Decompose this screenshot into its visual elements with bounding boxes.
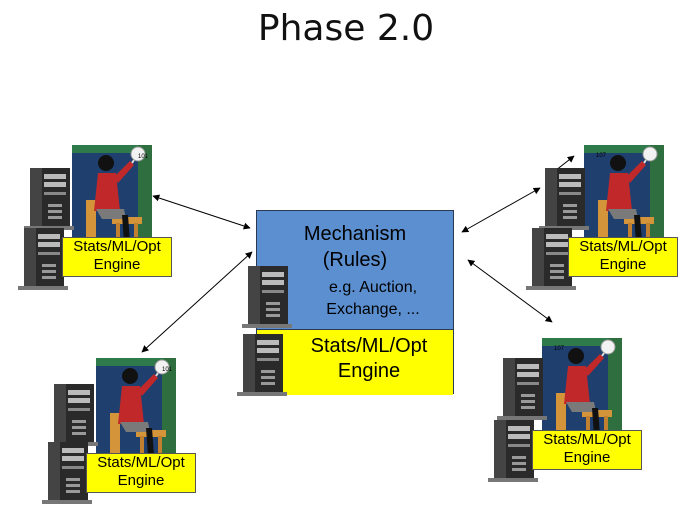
engine-label-line2: Engine (563, 449, 611, 466)
mechanism-subtitle: (Rules) (322, 249, 388, 271)
engine-label-line2: Engine (117, 472, 165, 489)
paddle-number: 107 (596, 153, 607, 159)
node-bottom-left: 101 (42, 357, 177, 504)
page-title: Phase 2.0 (257, 8, 435, 49)
central-engine-line2: Engine (337, 360, 401, 382)
paddle-number: 107 (554, 346, 565, 352)
arrow-bottom-right (467, 259, 553, 323)
paddle-number: 101 (138, 154, 149, 160)
node-top-left: 101 (18, 144, 153, 290)
engine-label-line2: Engine (93, 256, 141, 273)
computer-tower-icon (488, 420, 538, 482)
computer-tower-icon (42, 442, 92, 504)
paddle-number: 101 (162, 367, 173, 373)
computer-tower-icon (497, 358, 547, 420)
engine-label-line1: Stats/ML/Opt (73, 238, 161, 255)
engine-label-line1: Stats/ML/Opt (579, 238, 667, 255)
engine-label-top-right: Stats/ML/Opt Engine (568, 237, 678, 277)
auction-participant-image (583, 144, 665, 246)
mechanism-example-line2: Exchange, ... (326, 301, 420, 318)
mechanism-title: Mechanism (303, 223, 407, 245)
arrow-top-left (152, 194, 251, 230)
mechanism-panel: Mechanism (Rules) e.g. Auction, Exchange… (257, 211, 453, 329)
auction-participant-image (95, 357, 177, 459)
auction-participant-image (541, 337, 623, 439)
computer-tower-icon (24, 168, 74, 230)
computer-tower-icon (18, 228, 68, 290)
computer-tower-icon (48, 384, 98, 446)
arrow-bottom-left (141, 251, 253, 353)
engine-label-bottom-left: Stats/ML/Opt Engine (86, 453, 196, 493)
engine-label-top-left: Stats/ML/Opt Engine (62, 237, 172, 277)
central-engine-panel: Stats/ML/Opt Engine (257, 329, 453, 395)
node-bottom-right: 107 (488, 337, 623, 482)
computer-tower-icon (539, 168, 589, 230)
engine-label-bottom-right: Stats/ML/Opt Engine (532, 430, 642, 470)
mechanism-box: Mechanism (Rules) e.g. Auction, Exchange… (256, 210, 454, 395)
central-engine-label: Stats/ML/Opt Engine (285, 334, 453, 384)
central-engine-line1: Stats/ML/Opt (310, 335, 428, 357)
engine-label-line1: Stats/ML/Opt (543, 431, 631, 448)
node-top-right: 107 (526, 144, 665, 290)
mechanism-example-line1: e.g. Auction, (328, 279, 418, 296)
auction-participant-image (71, 144, 153, 246)
engine-label-line2: Engine (599, 256, 647, 273)
arrow-top-right (461, 187, 541, 233)
engine-label-line1: Stats/ML/Opt (97, 454, 185, 471)
